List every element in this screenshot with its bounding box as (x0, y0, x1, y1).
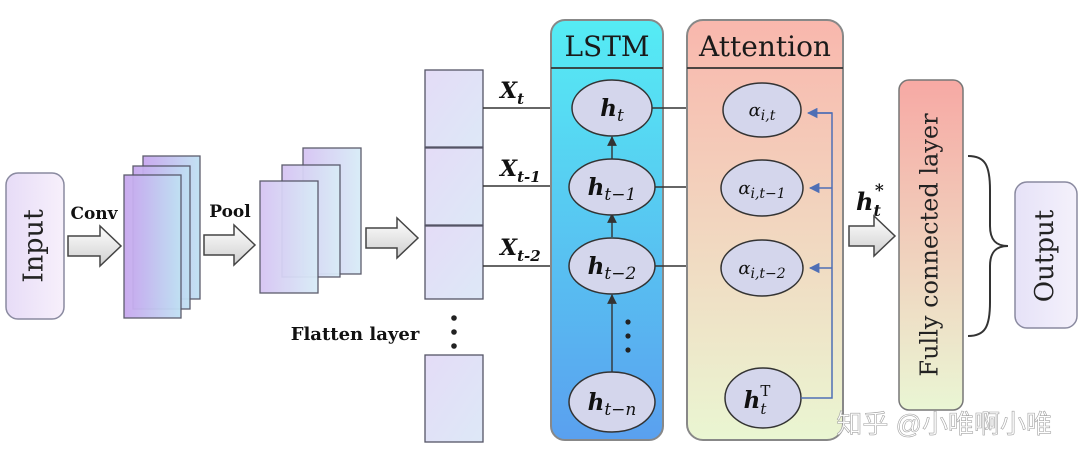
svg-text:αi,t: αi,t (749, 100, 776, 124)
hstar-base: h (856, 187, 873, 216)
conv-label: Conv (70, 204, 118, 224)
flatten-arrow (365, 216, 420, 260)
htT-sub: t (760, 400, 767, 418)
x-t-base: X (498, 78, 518, 104)
ait1-sub: i,t−1 (750, 186, 785, 202)
ait-base: α (749, 100, 761, 121)
lstm-nodes: ht ht−1 ht−2 ht−n (568, 79, 656, 433)
ait-sub: i,t (761, 108, 776, 124)
output-block: Output (1014, 181, 1078, 329)
hstar-sup: * (875, 181, 884, 201)
x-t-sub: t (517, 90, 524, 108)
fc-label: Fully connected layer (916, 113, 944, 377)
ait1-base: α (738, 178, 750, 199)
svg-text:ht*: ht* (856, 181, 884, 220)
ait2-base: α (738, 258, 750, 279)
attention-title: Attention (698, 30, 831, 63)
attention-node-ait2: αi,t−2 (720, 239, 804, 297)
svg-text:ht−2: ht−2 (588, 253, 637, 284)
query-feedback-arrows (801, 107, 833, 399)
htn-sub: t−n (604, 400, 636, 420)
attention-node-ait1: αi,t−1 (720, 159, 804, 217)
x-t2-base: X (498, 235, 518, 261)
output-brace (967, 155, 1009, 337)
svg-text:Xt: Xt (498, 78, 524, 108)
htn-base: h (588, 389, 605, 416)
svg-text:αi,t−2: αi,t−2 (738, 258, 785, 282)
ait2-sub: i,t−2 (750, 266, 785, 282)
lstm-node-ht2: ht−2 (568, 237, 656, 295)
lstm-input-labels: Xt Xt-1 Xt-2 (498, 78, 541, 265)
pool-arrow: Pool (203, 202, 257, 267)
context-vector: ht* (848, 181, 897, 258)
conv-arrow: Conv (67, 204, 123, 268)
svg-text:ht: ht (600, 95, 624, 126)
svg-text:htT: htT (744, 382, 771, 418)
lstm-title: LSTM (564, 30, 649, 63)
x-t2-sub: t-2 (517, 247, 541, 265)
attention-panel: Attention (686, 19, 844, 441)
output-label: Output (1030, 209, 1060, 302)
attention-nodes: αi,t αi,t−1 αi,t−2 htT (720, 82, 804, 429)
pool-label: Pool (209, 202, 251, 222)
ht1-base: h (588, 174, 605, 201)
x-t1-base: X (498, 156, 518, 182)
conv-feature-maps (123, 155, 201, 319)
htT-sup: T (760, 382, 770, 400)
attention-node-ait: αi,t (722, 82, 802, 138)
watermark: 知乎 @小唯啊小唯 (836, 409, 1052, 439)
input-label: Input (19, 209, 50, 283)
input-block: Input (5, 172, 65, 320)
htT-base: h (744, 387, 761, 414)
hstar-sub: t (873, 201, 881, 220)
x-t1-sub: t-1 (517, 168, 541, 186)
fc-layer: Fully connected layer (898, 79, 964, 411)
lstm-vdots (625, 319, 631, 353)
svg-text:ht−1: ht−1 (588, 174, 637, 205)
svg-text:ht−n: ht−n (588, 389, 637, 420)
ht-base: h (600, 95, 617, 122)
lstm-node-htn: ht−n (568, 371, 656, 433)
ht-sub: t (617, 106, 624, 126)
ht2-sub: t−2 (604, 264, 636, 284)
flatten-vdots (451, 315, 457, 349)
svg-text:Xt-1: Xt-1 (498, 156, 541, 186)
svg-text:Xt-2: Xt-2 (498, 235, 541, 265)
lstm-node-ht1: ht−1 (568, 158, 656, 216)
ht2-base: h (588, 253, 605, 280)
ht1-sub: t−1 (604, 185, 636, 205)
lstm-node-ht: ht (571, 79, 653, 137)
attention-node-htT: htT (724, 367, 802, 429)
flatten-label: Flatten layer (291, 324, 420, 345)
flatten-layer: Flatten layer (291, 69, 484, 443)
svg-text:αi,t−1: αi,t−1 (738, 178, 785, 202)
pool-feature-maps (259, 147, 362, 294)
